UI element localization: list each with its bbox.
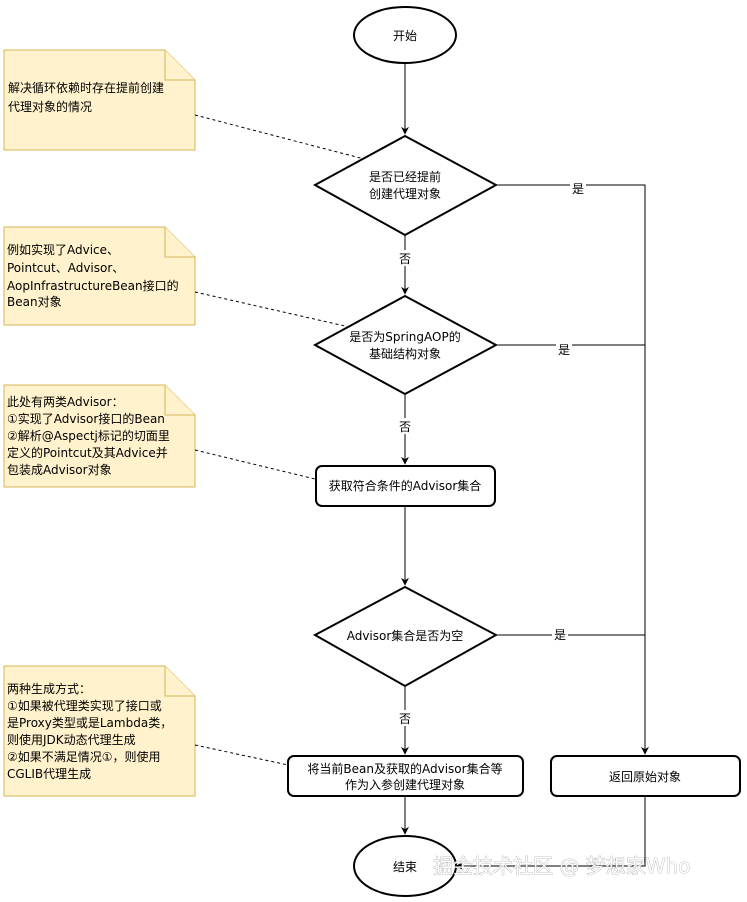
svg-text:包装成Advisor对象: 包装成Advisor对象 <box>7 463 112 477</box>
node-early-proxy-decision: 是否已经提前 创建代理对象 <box>312 134 499 237</box>
svg-text:两种生成方式：: 两种生成方式： <box>7 681 91 696</box>
svg-text:是Proxy类型或是Lambda类，: 是Proxy类型或是Lambda类， <box>7 716 172 730</box>
svg-text:AopInfrastructureBean接口的: AopInfrastructureBean接口的 <box>7 278 179 293</box>
note4-line6: CGLIB代理生成 <box>7 767 91 781</box>
note3-line2: ①实现了Advisor接口的Bean <box>7 411 165 426</box>
svg-text:例如实现了Advice、: 例如实现了Advice、 <box>7 242 119 257</box>
svg-text:②如果不满足情况①，则使用: ②如果不满足情况①，则使用 <box>7 749 161 764</box>
early-proxy-line1: 是否已经提前 <box>369 169 441 184</box>
edge-labels: 是 是 是 否 否 否 <box>397 180 586 726</box>
note2-line4: Bean对象 <box>7 295 62 309</box>
label-yes-2: 是 <box>558 343 570 357</box>
svg-text:解决循环依赖时存在提前创建: 解决循环依赖时存在提前创建 <box>8 80 164 95</box>
note4-line3: 是Proxy类型或是Lambda类， <box>7 716 172 730</box>
early-proxy-line2: 创建代理对象 <box>369 187 441 201</box>
connector-note4 <box>194 744 289 766</box>
infra-line1: 是否为SpringAOP的 <box>349 329 460 344</box>
edge-early-proxy-yes <box>497 184 649 755</box>
note4-line4: 则使用JDK动态代理生成 <box>7 732 136 747</box>
note1-line2: 代理对象的情况 <box>8 99 92 114</box>
create-proxy-line2: 作为入参创建代理对象 <box>345 777 465 792</box>
watermark: 掘金技术社区 @ 梦想家Who <box>433 854 690 878</box>
svg-text:CGLIB代理生成: CGLIB代理生成 <box>7 767 91 781</box>
svg-text:①如果被代理类实现了接口或: ①如果被代理类实现了接口或 <box>7 698 162 713</box>
note-connectors <box>194 114 369 766</box>
get-advisors-label: 获取符合条件的Advisor集合 <box>329 478 482 493</box>
edge-return-to-end <box>455 797 646 870</box>
note4-line2: ①如果被代理类实现了接口或 <box>7 698 162 713</box>
note1-line1: 解决循环依赖时存在提前创建 <box>8 80 164 95</box>
note3-line4: 定义的Pointcut及其Advice并 <box>7 445 168 460</box>
note2-line1: 例如实现了Advice、 <box>7 242 119 257</box>
create-proxy-line1: 将当前Bean及获取的Advisor集合等 <box>307 761 502 776</box>
node-start: 开始 <box>353 6 457 64</box>
label-no-1: 否 <box>399 252 411 266</box>
svg-text:代理对象的情况: 代理对象的情况 <box>8 99 92 114</box>
connector-note2 <box>194 291 346 327</box>
svg-text:②解析@Aspectj标记的切面里: ②解析@Aspectj标记的切面里 <box>7 428 170 443</box>
note4-line1: 两种生成方式： <box>7 681 91 696</box>
note2-line3: AopInfrastructureBean接口的 <box>7 278 179 293</box>
node-get-advisors: 获取符合条件的Advisor集合 <box>315 465 496 507</box>
note3-line3: ②解析@Aspectj标记的切面里 <box>7 428 170 443</box>
node-create-proxy: 将当前Bean及获取的Advisor集合等 作为入参创建代理对象 <box>287 755 524 797</box>
svg-text:Pointcut、Advisor、: Pointcut、Advisor、 <box>7 261 124 275</box>
svg-text:此处有两类Advisor：: 此处有两类Advisor： <box>7 395 124 409</box>
return-original-label: 返回原始对象 <box>609 770 681 784</box>
note4-line5: ②如果不满足情况①，则使用 <box>7 749 161 764</box>
node-end: 结束 <box>353 835 457 897</box>
note-circular-dependency: 解决循环依赖时存在提前创建 代理对象的情况 <box>3 49 196 151</box>
svg-text:定义的Pointcut及其Advice并: 定义的Pointcut及其Advice并 <box>7 445 168 460</box>
node-end-label: 结束 <box>393 860 417 874</box>
node-start-label: 开始 <box>393 29 417 43</box>
note3-line1: 此处有两类Advisor： <box>7 395 124 409</box>
label-yes-1: 是 <box>572 182 584 196</box>
connector-note1 <box>194 114 369 161</box>
note2-line2: Pointcut、Advisor、 <box>7 261 124 275</box>
connector-note3 <box>194 449 316 480</box>
note-advisor-types: 此处有两类Advisor： ①实现了Advisor接口的Bean ②解析@Asp… <box>3 384 196 488</box>
note-infrastructure-examples: 例如实现了Advice、 Pointcut、Advisor、 AopInfras… <box>3 226 196 326</box>
node-infrastructure-decision: 是否为SpringAOP的 基础结构对象 <box>312 294 499 396</box>
advisors-empty-label: Advisor集合是否为空 <box>347 628 464 643</box>
node-return-original: 返回原始对象 <box>550 755 741 797</box>
label-no-3: 否 <box>399 712 411 726</box>
note3-line5: 包装成Advisor对象 <box>7 463 112 477</box>
svg-text:①实现了Advisor接口的Bean: ①实现了Advisor接口的Bean <box>7 411 165 426</box>
label-yes-3: 是 <box>554 628 566 642</box>
node-advisors-empty-decision: Advisor集合是否为空 <box>312 585 499 688</box>
label-no-2: 否 <box>399 420 411 434</box>
svg-text:则使用JDK动态代理生成: 则使用JDK动态代理生成 <box>7 732 136 747</box>
infra-line2: 基础结构对象 <box>369 346 441 361</box>
note-proxy-generation: 两种生成方式： ①如果被代理类实现了接口或 是Proxy类型或是Lambda类，… <box>3 665 196 797</box>
svg-text:Bean对象: Bean对象 <box>7 295 62 309</box>
